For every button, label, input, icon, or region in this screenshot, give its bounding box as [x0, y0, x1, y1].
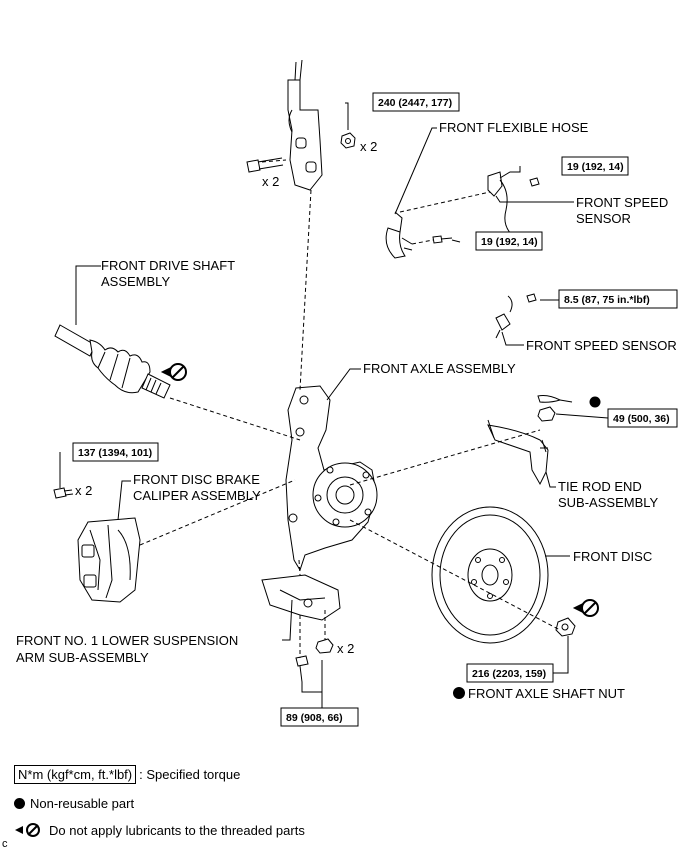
- sensor-bolt-upper: [529, 177, 540, 187]
- torque-box-137: 137 (1394, 101): [72, 442, 159, 462]
- legend-torque-box: N*m (kgf*cm, ft.*lbf): [14, 765, 137, 784]
- label-tie-rod-end-2: SUB-ASSEMBLY: [558, 495, 659, 510]
- label-front-disc: FRONT DISC: [573, 549, 652, 564]
- speed-sensor-upper: [487, 171, 513, 236]
- qty-lower-nut: x 2: [337, 641, 354, 656]
- strut-bolt: [246, 157, 284, 173]
- qty-strut-bolt: x 2: [262, 174, 279, 189]
- alignment-lines: [139, 159, 561, 658]
- svg-text:137 (1394, 101): 137 (1394, 101): [78, 447, 152, 459]
- legend-nonreusable: Non-reusable part: [14, 796, 134, 811]
- torque-box-216: 216 (2203, 159): [466, 663, 554, 683]
- svg-text:19 (192, 14): 19 (192, 14): [481, 236, 538, 248]
- label-front-axle-assembly: FRONT AXLE ASSEMBLY: [363, 361, 516, 376]
- no-lube-symbol-axle-nut: [572, 599, 599, 617]
- lower-suspension-arm: [261, 574, 341, 621]
- torque-box-19-upper: 19 (192, 14): [561, 156, 629, 176]
- sensor-bolt-lower: [526, 293, 537, 303]
- no-lube-icon: [15, 823, 40, 837]
- label-tie-rod-end-1: TIE ROD END: [558, 479, 642, 494]
- hose-bolt: [432, 235, 453, 244]
- label-front-disc-brake-2: CALIPER ASSEMBLY: [133, 488, 261, 503]
- label-front-speed-sensor-upper-1: FRONT SPEED: [576, 195, 668, 210]
- svg-text:19 (192, 14): 19 (192, 14): [567, 161, 624, 173]
- torque-box-89: 89 (908, 66): [280, 707, 359, 727]
- qty-strut-nut: x 2: [360, 139, 377, 154]
- legend-torque: N*m (kgf*cm, ft.*lbf) : Specified torque: [14, 765, 240, 784]
- legend-no-lube-text: Do not apply lubricants to the threaded …: [49, 822, 305, 838]
- svg-text:240 (2447, 177): 240 (2447, 177): [378, 97, 452, 109]
- tie-rod-nut: [537, 406, 556, 422]
- legend-nonreusable-text: Non-reusable part: [30, 796, 135, 811]
- svg-text:49 (500, 36): 49 (500, 36): [613, 413, 670, 425]
- speed-sensor-lower: [495, 295, 513, 339]
- corner-code: c: [2, 838, 8, 850]
- svg-text:89 (908, 66): 89 (908, 66): [286, 712, 343, 724]
- svg-text:216 (2203, 159): 216 (2203, 159): [472, 668, 546, 680]
- qty-caliper-bolt: x 2: [75, 483, 92, 498]
- label-lower-arm-2: ARM SUB-ASSEMBLY: [16, 650, 149, 665]
- shock-absorber-strut: [287, 59, 323, 191]
- torque-box-240: 240 (2447, 177): [372, 92, 460, 112]
- front-axle-knuckle: [285, 385, 378, 572]
- lower-arm-nut: [315, 638, 334, 654]
- label-axle-shaft-nut: FRONT AXLE SHAFT NUT: [468, 686, 625, 701]
- label-front-drive-shaft-2: ASSEMBLY: [101, 274, 170, 289]
- torque-box-19-lower: 19 (192, 14): [475, 231, 543, 251]
- label-front-drive-shaft-1: FRONT DRIVE SHAFT: [101, 258, 235, 273]
- tie-rod-end: [487, 419, 549, 486]
- label-front-speed-sensor-upper-2: SENSOR: [576, 211, 631, 226]
- strut-nut: [340, 132, 356, 149]
- caliper-bolt: [53, 487, 74, 499]
- legend-torque-text: : Specified torque: [139, 767, 241, 782]
- nonreusable-dot-axle-nut: [453, 687, 465, 699]
- label-front-disc-brake-1: FRONT DISC BRAKE: [133, 472, 260, 487]
- cotter-pin: [537, 395, 573, 403]
- nonreusable-dot-cotter-pin: [589, 396, 601, 408]
- torque-box-8-5: 8.5 (87, 75 in.*lbf): [558, 289, 678, 309]
- no-lube-symbol-drive-shaft: [160, 363, 187, 381]
- nonreusable-dot-icon: [14, 798, 25, 809]
- flexible-hose-bracket: [385, 211, 413, 259]
- legend-no-lube: Do not apply lubricants to the threaded …: [14, 822, 305, 838]
- front-disc: [431, 506, 549, 644]
- drive-shaft: [54, 324, 171, 399]
- svg-text:8.5 (87, 75 in.*lbf): 8.5 (87, 75 in.*lbf): [564, 294, 650, 306]
- label-front-speed-sensor-lower: FRONT SPEED SENSOR: [526, 338, 677, 353]
- lower-arm-bolt: [295, 655, 309, 683]
- brake-caliper: [77, 517, 141, 603]
- label-lower-arm-1: FRONT NO. 1 LOWER SUSPENSION: [16, 633, 238, 648]
- label-front-flexible-hose: FRONT FLEXIBLE HOSE: [439, 120, 589, 135]
- axle-shaft-nut: [555, 617, 576, 637]
- torque-box-49: 49 (500, 36): [607, 408, 678, 428]
